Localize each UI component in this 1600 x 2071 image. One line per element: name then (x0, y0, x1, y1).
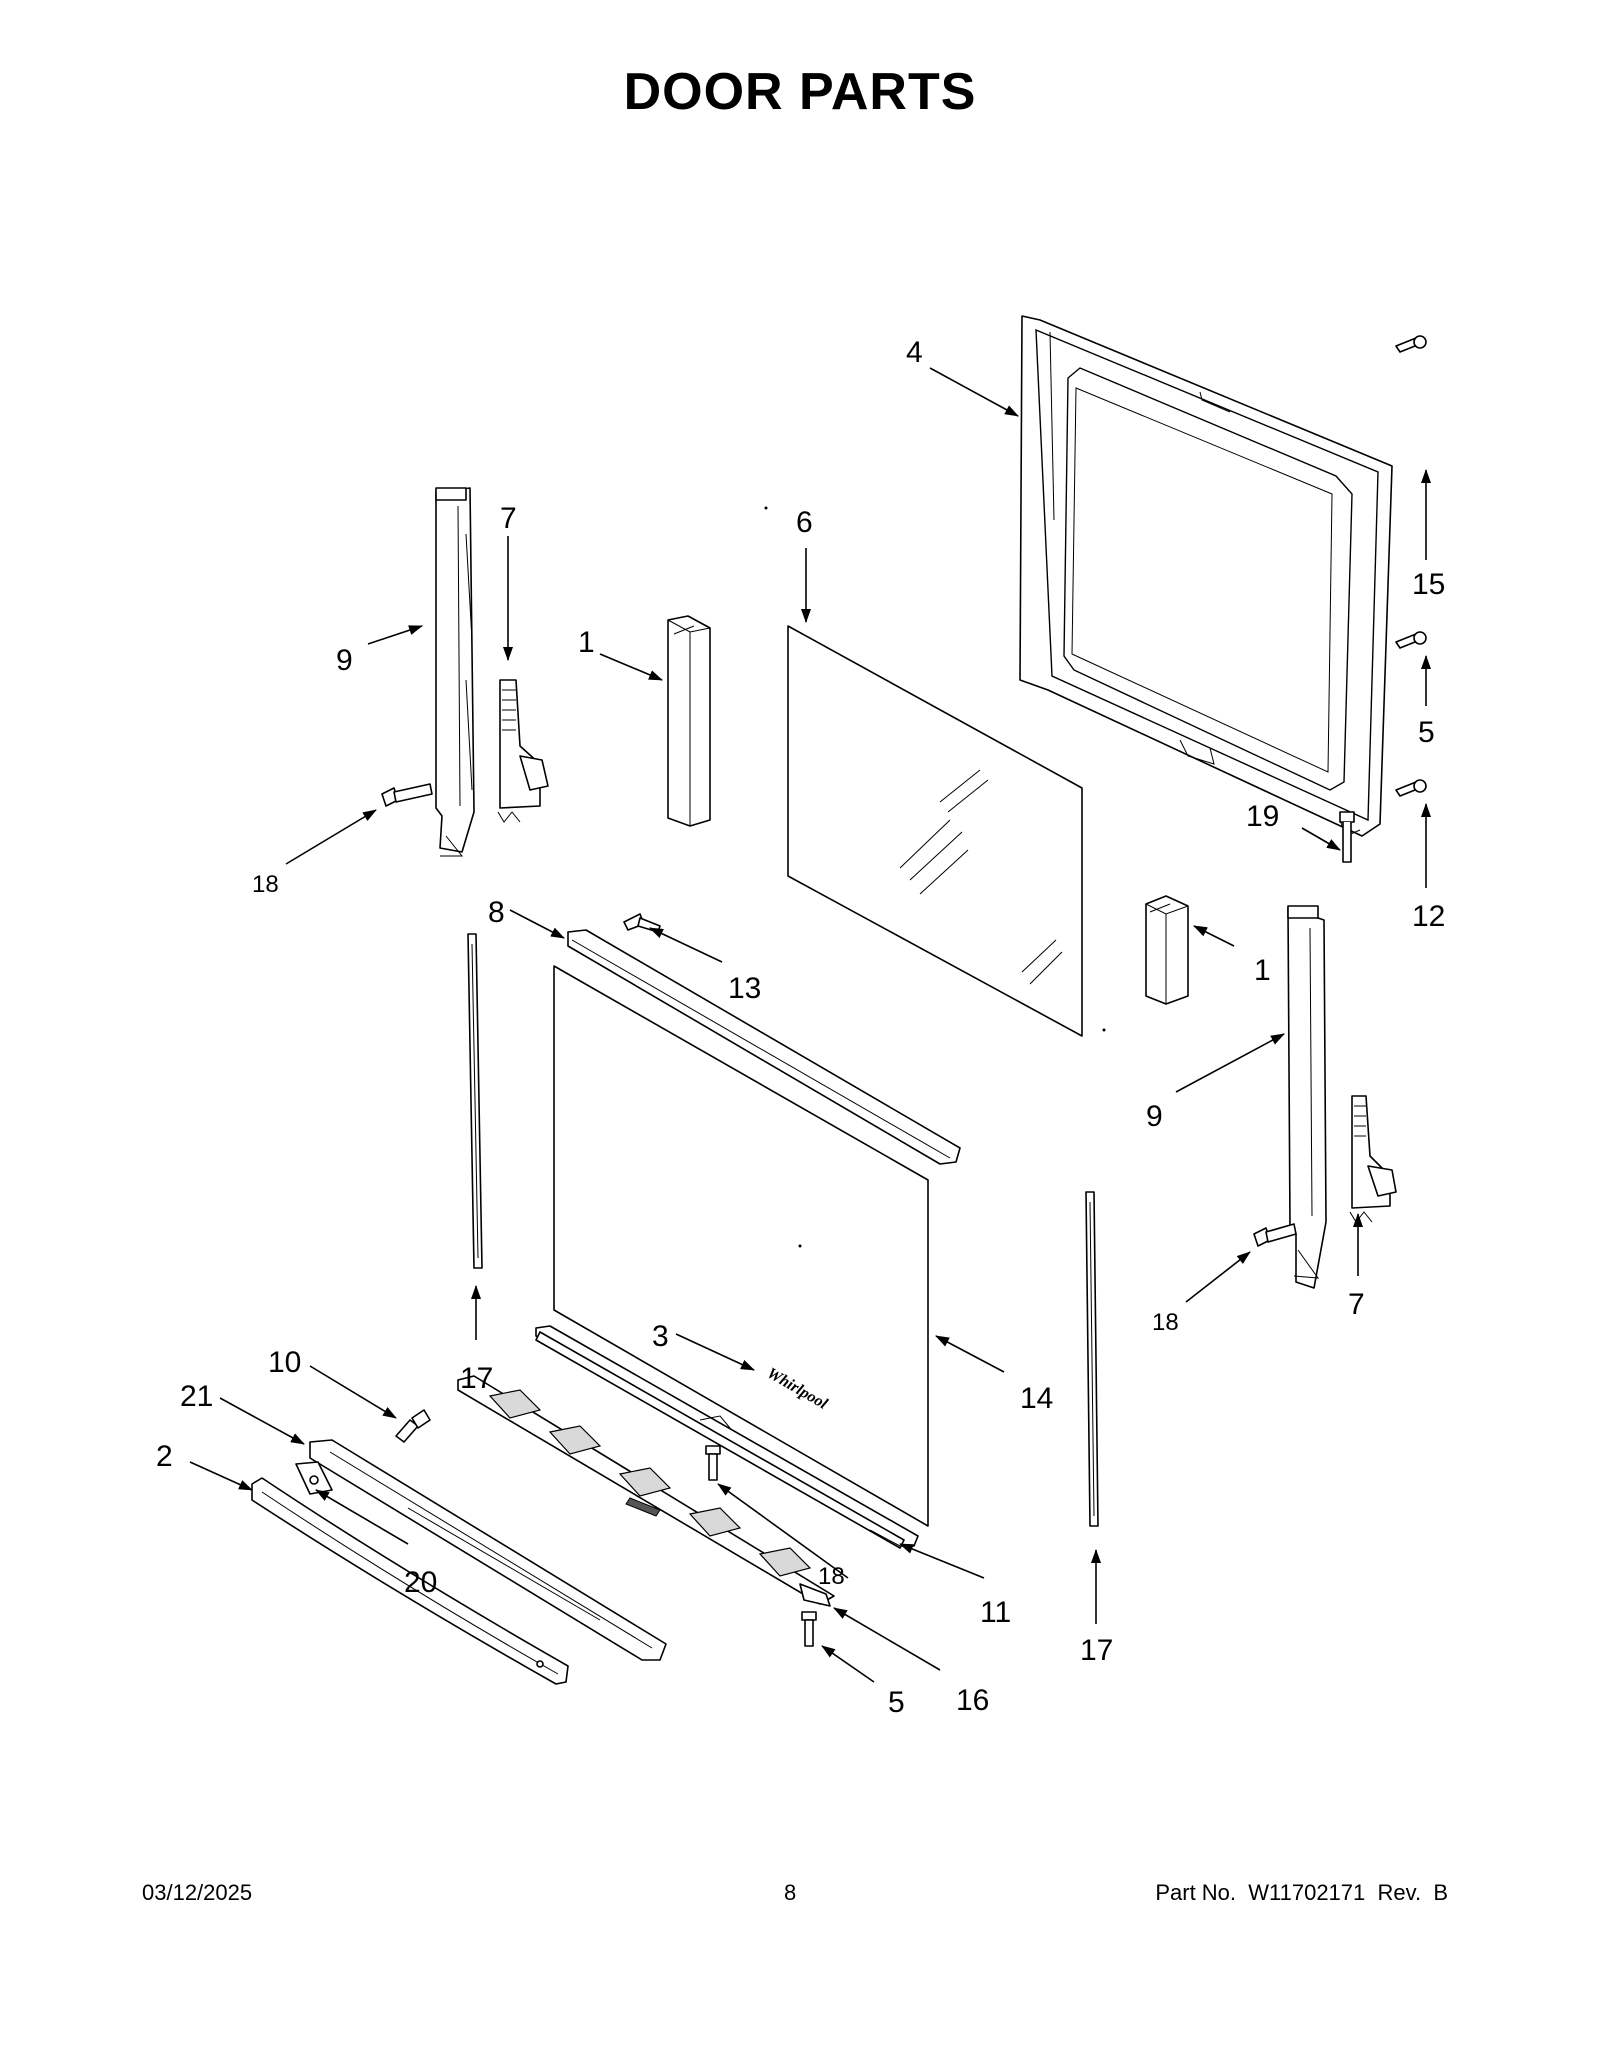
callout-1-right: 1 (1254, 954, 1271, 987)
callout-6: 6 (796, 506, 813, 539)
handle-base-part-21 (309, 1439, 667, 1661)
callout-14: 14 (1020, 1382, 1053, 1415)
callout-9-right: 9 (1146, 1100, 1163, 1133)
side-seal-part-17-left (467, 933, 483, 1269)
callout-3: 3 (652, 1320, 669, 1353)
screw-part-18-left (381, 783, 433, 807)
screw-part-18-center (705, 1445, 721, 1481)
footer-part-number: Part No. W11702171 Rev. B (1155, 1880, 1448, 1905)
callout-arrows (189, 367, 1431, 1683)
screw-part-5-lower (801, 1611, 817, 1647)
door-top-trim-part-8 (567, 929, 961, 1165)
callout-9-left: 9 (336, 644, 353, 677)
callout-19: 19 (1246, 800, 1279, 833)
callout-labels: 4 15 5 12 19 6 1 1 7 7 9 9 18 18 18 8 13… (156, 336, 1445, 1719)
page-title: DOOR PARTS (623, 63, 977, 121)
callout-10: 10 (268, 1346, 301, 1379)
callout-17-right: 17 (1080, 1634, 1113, 1667)
hinge-receptacle-part-9-left (435, 487, 475, 857)
end-cap-part-20 (295, 1461, 333, 1495)
callout-20: 20 (404, 1566, 437, 1599)
callout-15: 15 (1412, 568, 1445, 601)
callout-13: 13 (728, 972, 761, 1005)
callout-18-center: 18 (818, 1563, 845, 1590)
callout-21: 21 (180, 1380, 213, 1413)
inner-door-frame-part-4 (1019, 315, 1393, 837)
footer-date: 03/12/2025 (142, 1880, 253, 1905)
callout-4: 4 (906, 336, 923, 369)
callout-18-left: 18 (252, 871, 279, 898)
callout-8: 8 (488, 896, 505, 929)
callout-18-right: 18 (1152, 1309, 1179, 1336)
screw-part-15 (1395, 335, 1427, 353)
callout-5-upper: 5 (1418, 716, 1435, 749)
footer-page-number: 8 (784, 1880, 797, 1905)
inner-glass-part-6 (764, 506, 1106, 1037)
hinge-part-7-right (1349, 1095, 1397, 1223)
outer-door-glass-part-14 (553, 965, 929, 1527)
callout-7-left: 7 (500, 502, 517, 535)
hinge-receptacle-part-9-right (1287, 905, 1327, 1289)
door-handle-part-2 (251, 1477, 569, 1685)
callout-16: 16 (956, 1684, 989, 1717)
screw-part-5-upper (1395, 631, 1427, 649)
callout-12: 12 (1412, 900, 1445, 933)
screw-part-19 (1339, 811, 1355, 863)
insulation-part-1-right (1145, 895, 1189, 1005)
callout-11: 11 (980, 1596, 1011, 1629)
vent-assembly-part-16 (457, 1375, 835, 1607)
screw-part-12 (1395, 779, 1427, 797)
callout-2: 2 (156, 1440, 173, 1473)
callout-5-lower: 5 (888, 1686, 905, 1719)
callout-17-left: 17 (460, 1362, 493, 1395)
hinge-part-7-left (497, 679, 549, 823)
insulation-part-1-left (667, 615, 711, 827)
side-seal-part-17-right (1085, 1191, 1099, 1527)
screw-part-10 (395, 1409, 431, 1443)
callout-1-left: 1 (578, 626, 595, 659)
callout-7-right: 7 (1348, 1288, 1365, 1321)
screw-part-18-right (1253, 1223, 1297, 1247)
